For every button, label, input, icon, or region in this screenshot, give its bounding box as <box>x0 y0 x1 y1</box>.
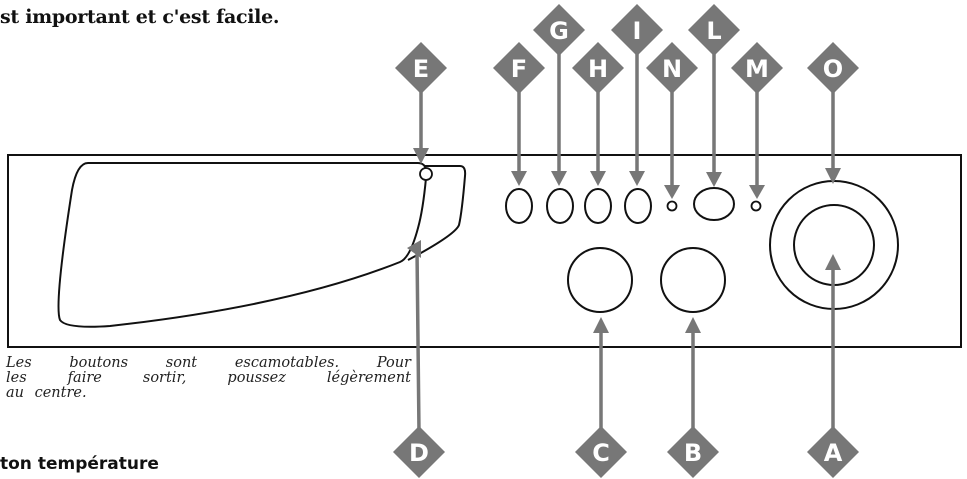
callout-m-marker <box>731 42 783 94</box>
callout-o-label: O <box>823 55 843 83</box>
heading-top: st important et c'est facile. <box>0 6 280 28</box>
callout-e-label: E <box>413 55 429 83</box>
caption-line-1: Les boutons sont escamotables. Pour <box>6 355 411 371</box>
knob-c[interactable] <box>567 247 633 313</box>
callout-e-marker <box>395 42 447 94</box>
button-h[interactable] <box>584 188 612 224</box>
callout-o-marker <box>807 42 859 94</box>
arrowhead-b <box>685 317 701 333</box>
arrowhead-h <box>590 171 606 186</box>
arrowhead-i <box>629 171 645 186</box>
caption-text: Les boutons sont escamotables. Pour les … <box>6 356 411 401</box>
arrowhead-e <box>413 148 429 164</box>
arrowhead-f <box>511 171 527 186</box>
callout-b-label: B <box>684 439 702 467</box>
knob-b[interactable] <box>660 247 726 313</box>
callout-h-marker <box>572 42 624 94</box>
button-g[interactable] <box>546 188 574 224</box>
arrowhead-a <box>825 254 841 270</box>
drawer-latch <box>419 167 433 181</box>
callout-n-label: N <box>662 55 682 83</box>
arrowhead-c <box>593 317 609 333</box>
leader-line-d <box>415 248 421 434</box>
detergent-drawer <box>57 162 428 328</box>
drawer-handle <box>407 165 467 261</box>
callout-g-label: G <box>549 17 569 45</box>
callout-i-label: I <box>633 17 642 45</box>
caption-line-2: les faire sortir, poussez légèrement <box>6 370 411 386</box>
arrowhead-n <box>664 185 680 199</box>
indicator-light-n <box>666 200 678 212</box>
button-l[interactable] <box>693 187 735 221</box>
callout-a-marker <box>807 426 859 478</box>
arrowhead-g <box>551 171 567 186</box>
callout-b-marker <box>667 426 719 478</box>
callout-c-label: C <box>592 439 610 467</box>
callout-l-marker <box>688 4 740 56</box>
callout-l-label: L <box>706 17 721 45</box>
arrowhead-o <box>825 168 841 184</box>
callout-h-label: H <box>588 55 608 83</box>
callout-n-marker <box>646 42 698 94</box>
arrowhead-m <box>749 185 765 199</box>
callout-d-label: D <box>409 439 429 467</box>
arrowhead-d <box>407 240 421 258</box>
callout-c-marker <box>575 426 627 478</box>
callout-f-marker <box>493 42 545 94</box>
control-panel-outline <box>7 154 962 348</box>
callout-m-label: M <box>745 55 769 83</box>
callout-g-marker <box>533 4 585 56</box>
caption-line-3: au centre. <box>6 385 87 401</box>
heading-bottom: ton température <box>0 454 159 474</box>
callout-i-marker <box>611 4 663 56</box>
callout-f-label: F <box>511 55 527 83</box>
button-f[interactable] <box>505 188 533 224</box>
indicator-light-m <box>750 200 762 212</box>
callout-a-label: A <box>824 439 843 467</box>
arrowhead-l <box>706 172 722 187</box>
callout-d-marker <box>393 426 445 478</box>
button-i[interactable] <box>624 188 652 224</box>
